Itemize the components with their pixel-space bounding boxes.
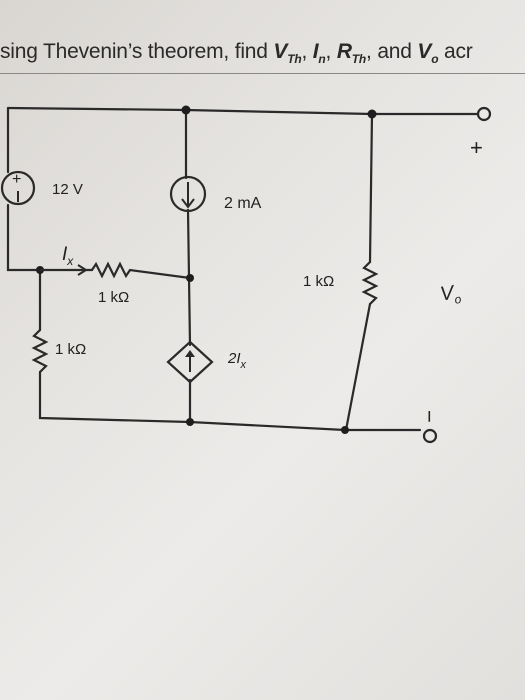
rth-symbol: RTh [336, 40, 367, 67]
current-source [169, 175, 207, 213]
junction-dot [367, 109, 377, 119]
voltage-source-label: 12 V [52, 181, 83, 198]
ix-arrow-icon [40, 264, 88, 276]
wire-bottom [188, 420, 422, 432]
ix-label: Ix [62, 244, 74, 268]
resistor-right [361, 260, 379, 306]
junction-dot [186, 274, 194, 282]
vs-plus-icon: + [12, 171, 21, 188]
up-arrow-icon [185, 350, 195, 357]
current-source-label: 2 mA [224, 195, 262, 212]
wire-right-top [368, 112, 374, 264]
vth-symbol: VTh [273, 40, 302, 67]
output-terminal-bottom [422, 428, 438, 444]
junction-dot [341, 426, 349, 434]
voltage-source: + [0, 170, 36, 206]
r-horizontal-label: 1 kΩ [98, 289, 129, 306]
resistor-left [31, 328, 49, 374]
wire-left-mid [6, 203, 42, 272]
output-minus-label: − [417, 410, 442, 423]
vo-symbol: Vo [417, 40, 439, 67]
output-voltage-label: Vo [439, 281, 463, 309]
r-right-label: 1 kΩ [303, 273, 334, 290]
down-arrow-icon [181, 198, 195, 209]
problem-prefix: sing Thevenin’s theorem, find [0, 40, 274, 63]
junction-dot [186, 418, 194, 426]
in-symbol: In [312, 40, 326, 67]
output-terminal-top [476, 106, 492, 122]
wire-right-bottom [344, 302, 372, 432]
problem-statement: sing Thevenin’s theorem, find VTh, In, R… [0, 40, 473, 67]
wire-top [6, 106, 480, 116]
dependent-source-label: 2Ix [227, 350, 247, 371]
r-left-label: 1 kΩ [55, 341, 86, 358]
dependent-current-source [166, 340, 214, 384]
wire-left-bottom [38, 370, 192, 424]
junction-dot [181, 105, 191, 115]
header-rule [0, 73, 525, 74]
output-plus-label: + [470, 135, 483, 160]
resistor-horizontal [90, 261, 192, 280]
